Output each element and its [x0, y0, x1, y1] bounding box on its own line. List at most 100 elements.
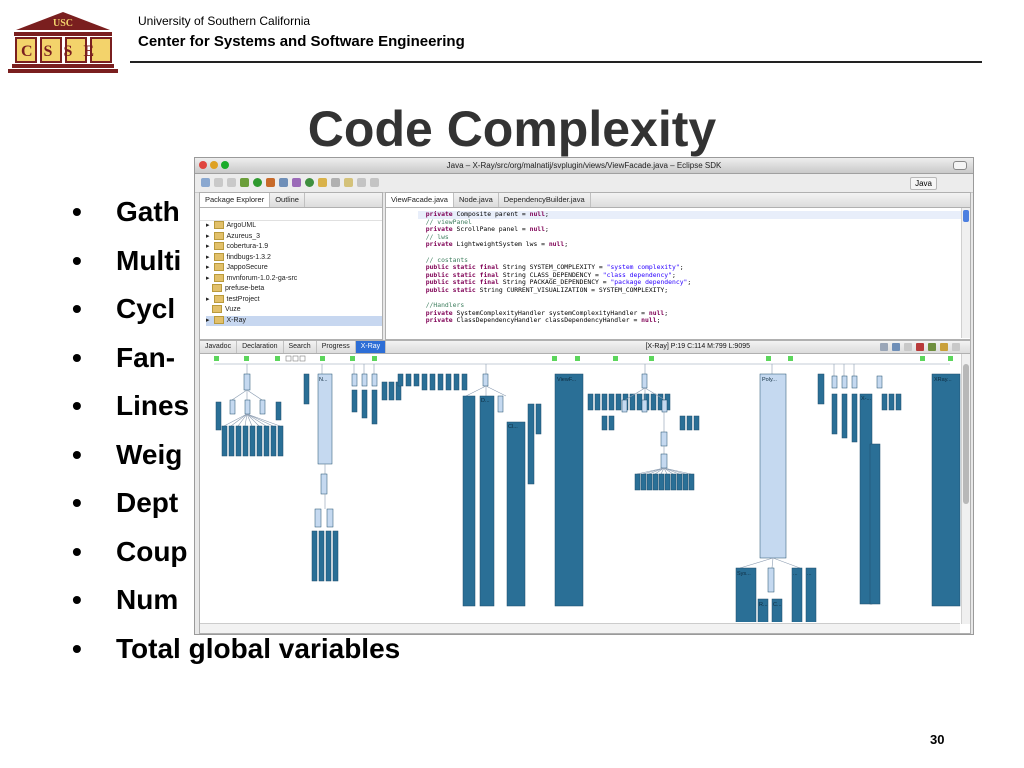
class-node — [506, 421, 526, 607]
xray-toolbar — [880, 343, 960, 351]
close-icon[interactable] — [199, 161, 207, 169]
new-class-icon[interactable] — [305, 178, 314, 187]
package-marker — [275, 356, 280, 361]
new-icon[interactable] — [201, 178, 210, 187]
usc-csse-logo: USC CSSE — [8, 12, 118, 73]
logo-usc-text: USC — [53, 18, 73, 29]
class-node-light — [320, 473, 328, 495]
class-node — [397, 373, 404, 387]
package-marker — [766, 356, 771, 361]
class-node-light — [641, 399, 648, 413]
tree-item[interactable]: ▸JappoSecure — [206, 263, 268, 272]
tab-javadoc[interactable]: Javadoc — [200, 341, 238, 353]
class-node — [303, 373, 310, 405]
back-icon[interactable] — [357, 178, 366, 187]
class-node — [608, 415, 615, 431]
package-marker — [948, 356, 953, 361]
zoom-icon[interactable] — [928, 343, 936, 351]
xray-scroll-thumb[interactable] — [963, 364, 969, 504]
hierarchy-edge — [237, 413, 248, 427]
tree-item[interactable]: ▸ArgoUML — [206, 221, 257, 230]
minimize-view-icon[interactable] — [952, 343, 960, 351]
debug-icon[interactable] — [240, 178, 249, 187]
external-tools-icon[interactable] — [266, 178, 275, 187]
print-icon[interactable] — [227, 178, 236, 187]
class-node-light — [482, 373, 489, 387]
open-type-icon[interactable] — [318, 178, 327, 187]
dependency-icon[interactable] — [916, 343, 924, 351]
tree-item[interactable]: prefuse-beta — [206, 284, 382, 295]
minimize-icon[interactable] — [210, 161, 218, 169]
class-node — [757, 598, 769, 622]
new-java-project-icon[interactable] — [279, 178, 288, 187]
bullet-dot: • — [72, 390, 82, 421]
window-titlebar[interactable]: Java – X-Ray/src/org/malnatij/svplugin/v… — [195, 158, 973, 174]
package-marker — [285, 355, 292, 362]
bullet-dot: • — [72, 632, 82, 664]
tab-declaration[interactable]: Declaration — [237, 341, 284, 353]
node-label: R... — [759, 602, 768, 608]
tab-search[interactable]: Search — [284, 341, 317, 353]
class-node — [608, 393, 615, 411]
class-node — [679, 415, 686, 431]
class-node-light — [767, 567, 775, 593]
view-mode-icon[interactable] — [880, 343, 888, 351]
xray-vertical-scrollbar[interactable] — [961, 354, 970, 624]
package-explorer: Package Explorer Outline ▸ArgoUML ▸Azure… — [199, 192, 383, 340]
filter-icon[interactable] — [940, 343, 948, 351]
code-text[interactable]: private Composite parent = null; // view… — [386, 208, 970, 325]
save-icon[interactable] — [214, 178, 223, 187]
tree-item[interactable]: Vuze — [206, 305, 382, 316]
hierarchy-edge — [663, 467, 674, 475]
package-marker — [214, 356, 219, 361]
code-line: public static String CURRENT_VISUALIZATI… — [425, 285, 669, 294]
system-complexity-visualization[interactable]: N...D...Cl...ViewF...Poly...Sys...R...C.… — [200, 354, 968, 622]
tree-item[interactable]: ▸testProject — [206, 294, 260, 303]
class-node — [421, 373, 428, 391]
tab-dependencybuilder-java[interactable]: DependencyBuilder.java — [499, 193, 591, 207]
tab-viewfacade-java[interactable]: ViewFacade.java — [386, 193, 454, 207]
node-label: ... — [807, 571, 812, 577]
code-line: public static final String SYSTEM_COMPLE… — [425, 263, 684, 272]
window-controls — [199, 161, 229, 169]
class-node — [527, 403, 535, 485]
class-node-light — [314, 508, 322, 528]
tab-node-java[interactable]: Node.java — [454, 193, 499, 207]
annotation-icon[interactable] — [344, 178, 353, 187]
code-line: private LightweightSystem lws = null; — [425, 240, 569, 249]
refresh-icon[interactable] — [892, 343, 900, 351]
class-node-light — [831, 375, 838, 389]
editor-scroll-thumb[interactable] — [963, 210, 969, 222]
class-node — [688, 473, 695, 491]
project-folder-icon — [213, 263, 224, 272]
class-node — [652, 473, 659, 491]
tab-progress[interactable]: Progress — [317, 341, 356, 353]
tree-item-selected[interactable]: ▸X-Ray — [206, 315, 382, 326]
class-node — [381, 381, 388, 401]
package-marker — [320, 356, 325, 361]
forward-icon[interactable] — [370, 178, 379, 187]
tab-outline[interactable]: Outline — [270, 193, 305, 207]
tree-item[interactable]: ▸findbugs-1.3.2 — [206, 252, 271, 261]
project-folder-icon — [213, 252, 224, 261]
new-package-icon[interactable] — [292, 178, 301, 187]
editor-scrollbar[interactable] — [961, 208, 970, 338]
bullet-dot: • — [72, 487, 82, 518]
node-label: Poly... — [762, 377, 777, 383]
class-node — [869, 443, 881, 605]
tab-package-explorer[interactable]: Package Explorer — [200, 193, 271, 207]
run-icon[interactable] — [253, 178, 262, 187]
tree-item[interactable]: ▸cobertura-1.9 — [206, 242, 269, 251]
java-perspective-button[interactable]: Java — [910, 177, 937, 190]
xray-horizontal-scrollbar[interactable] — [200, 623, 960, 633]
tab-x-ray[interactable]: X-Ray — [355, 341, 387, 353]
bullet-dot: • — [72, 584, 82, 615]
maximize-icon[interactable] — [221, 161, 229, 169]
search-icon[interactable] — [331, 178, 340, 187]
university-name: University of Southern California — [138, 14, 311, 28]
tree-item[interactable]: ▸Azureus_3 — [206, 231, 260, 240]
tree-item[interactable]: ▸mvnforum-1.0.2-ga-src — [206, 273, 298, 282]
toolbar-toggle-icon[interactable] — [953, 161, 967, 170]
code-line: private ClassDependencyHandler classDepe… — [425, 316, 661, 325]
layout-icon[interactable] — [904, 343, 912, 351]
